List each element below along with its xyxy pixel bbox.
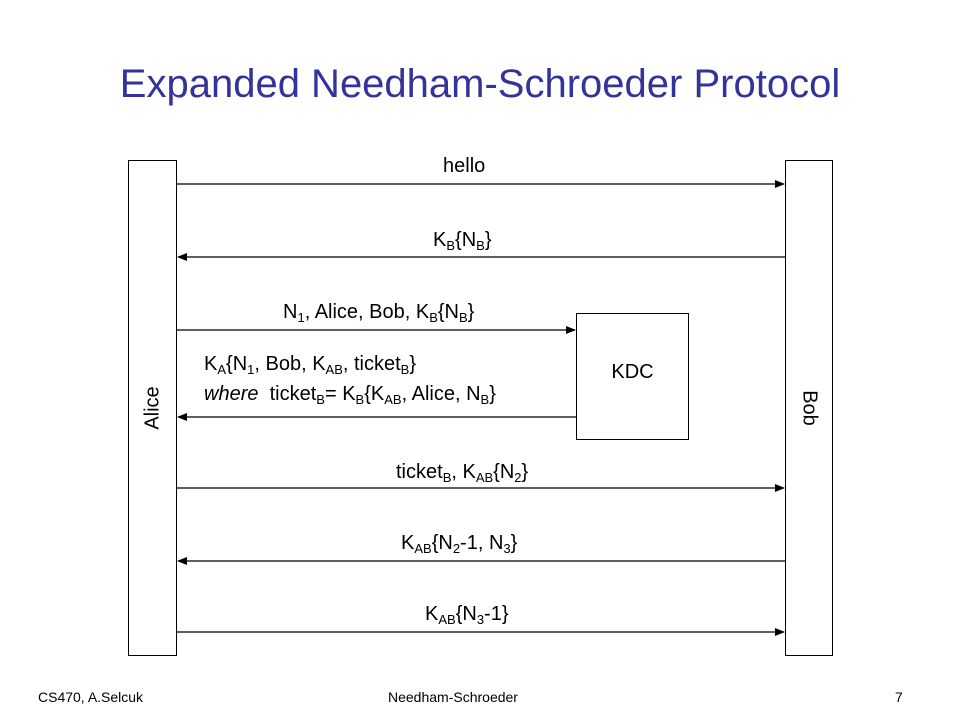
msg-text: N	[283, 301, 298, 323]
bob-lifeline: Bob	[785, 160, 833, 656]
message-to-kdc: N1, Alice, Bob, KB{NB}	[283, 300, 474, 324]
msg-text: {K	[364, 383, 385, 405]
msg-text: }	[409, 353, 417, 375]
msg-sub: A	[217, 362, 227, 377]
msg-text: ticket	[269, 383, 317, 405]
msg-text: , ticket	[342, 353, 401, 375]
msg-sub: B	[459, 310, 468, 325]
kdc-label: KDC	[611, 361, 654, 383]
msg-text: K	[433, 229, 447, 251]
msg-text: {N	[431, 532, 453, 554]
msg-text: K	[425, 603, 439, 625]
msg-sub: 2	[514, 470, 522, 485]
msg-sub: 1	[247, 362, 255, 377]
message-from-kdc-line1: KA{N1, Bob, KAB, ticketB}	[204, 352, 416, 376]
msg-text: ticket	[396, 461, 443, 483]
msg-text: {N	[226, 353, 248, 375]
msg-sub: B	[446, 238, 456, 253]
message-hello-text: hello	[443, 155, 486, 177]
alice-lifeline: Alice	[128, 160, 177, 656]
msg-text: }	[484, 229, 492, 251]
msg-sub: B	[316, 392, 325, 407]
footer-page-number: 7	[895, 689, 903, 705]
msg-text: }	[467, 301, 475, 323]
footer-author: CS470, A.Selcuk	[38, 689, 144, 705]
msg-sub: 2	[452, 541, 461, 556]
msg-sub: B	[429, 310, 438, 325]
footer-topic: Needham-Schroeder	[388, 689, 518, 705]
msg-text: -1}	[484, 603, 509, 625]
msg-sub: 3	[503, 541, 511, 556]
msg-sub: AB	[475, 470, 494, 485]
msg-sub: 3	[476, 612, 485, 627]
msg-text: , Alice, N	[401, 383, 481, 405]
msg-text: , K	[451, 461, 476, 483]
message-kb-nb: KB{NB}	[433, 228, 492, 252]
msg-sub: AB	[438, 612, 456, 627]
msg-text: , Alice, Bob, K	[304, 301, 430, 323]
msg-text: {N	[455, 603, 477, 625]
page-title: Expanded Needham-Schroeder Protocol	[119, 62, 841, 106]
msg-sub: AB	[414, 541, 432, 556]
msg-sub: AB	[325, 362, 343, 377]
msg-text: {N	[455, 229, 477, 251]
msg-text: {N	[437, 301, 459, 323]
msg-text: , Bob, K	[254, 353, 326, 375]
msg-sub: B	[480, 392, 490, 407]
msg-text: = K	[324, 383, 356, 405]
msg-text: {N	[493, 461, 515, 483]
message-n3-minus-1: KAB{N3-1}	[425, 602, 509, 626]
msg-text: -1, N	[460, 532, 504, 554]
msg-sub: 1	[297, 310, 305, 325]
message-from-kdc-line2: where ticketB= KB{KAB, Alice, NB}	[204, 382, 496, 406]
kdc-box: KDC	[576, 313, 689, 440]
msg-text: K	[204, 353, 218, 375]
msg-text: K	[401, 532, 415, 554]
message-n2-n3: KAB{N2-1, N3}	[401, 531, 517, 555]
msg-text: }	[521, 461, 529, 483]
message-hello: hello	[443, 154, 485, 178]
msg-sub: B	[400, 362, 410, 377]
message-ticket: ticketB, KAB{N2}	[396, 460, 528, 484]
msg-text: }	[489, 383, 496, 405]
where-keyword: where	[204, 383, 259, 405]
msg-sub: B	[355, 392, 365, 407]
msg-sub: B	[476, 238, 485, 253]
msg-sub: AB	[384, 392, 402, 407]
msg-sub: B	[442, 470, 452, 485]
msg-text: }	[510, 532, 518, 554]
